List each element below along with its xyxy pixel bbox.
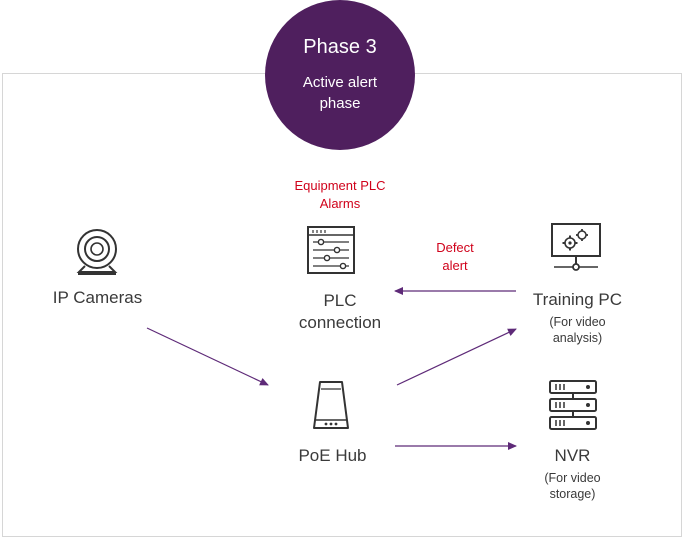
plc-connection-label: PLC connection [298, 291, 382, 332]
nvr-label: NVR [554, 446, 591, 465]
training-pc-label: Training PC [532, 290, 623, 309]
arrow-cameras-to-hub [146, 327, 269, 386]
diagram-frame [2, 73, 682, 537]
ip-cameras-label: IP Cameras [52, 288, 143, 307]
monitor-gears-icon [551, 223, 601, 271]
defect-alert-label: Defect alert [436, 240, 474, 273]
phase-title: Phase 3 [303, 36, 377, 58]
training-pc-sublabel: (For video analysis) [549, 315, 606, 345]
network-hub-icon [313, 381, 349, 429]
arrow-hub-to-training-pc [396, 328, 517, 386]
webcam-icon [76, 229, 118, 275]
poe-hub-label: PoE Hub [298, 446, 367, 465]
server-rack-icon [549, 380, 597, 430]
plc-alarms-annotation: Equipment PLC Alarms [294, 178, 386, 211]
phase-badge: Phase 3 Active alert phase [265, 0, 415, 150]
nvr-sublabel: (For video storage) [544, 471, 601, 501]
phase-subtitle: Active alert phase [302, 74, 378, 112]
control-panel-icon [307, 226, 355, 274]
